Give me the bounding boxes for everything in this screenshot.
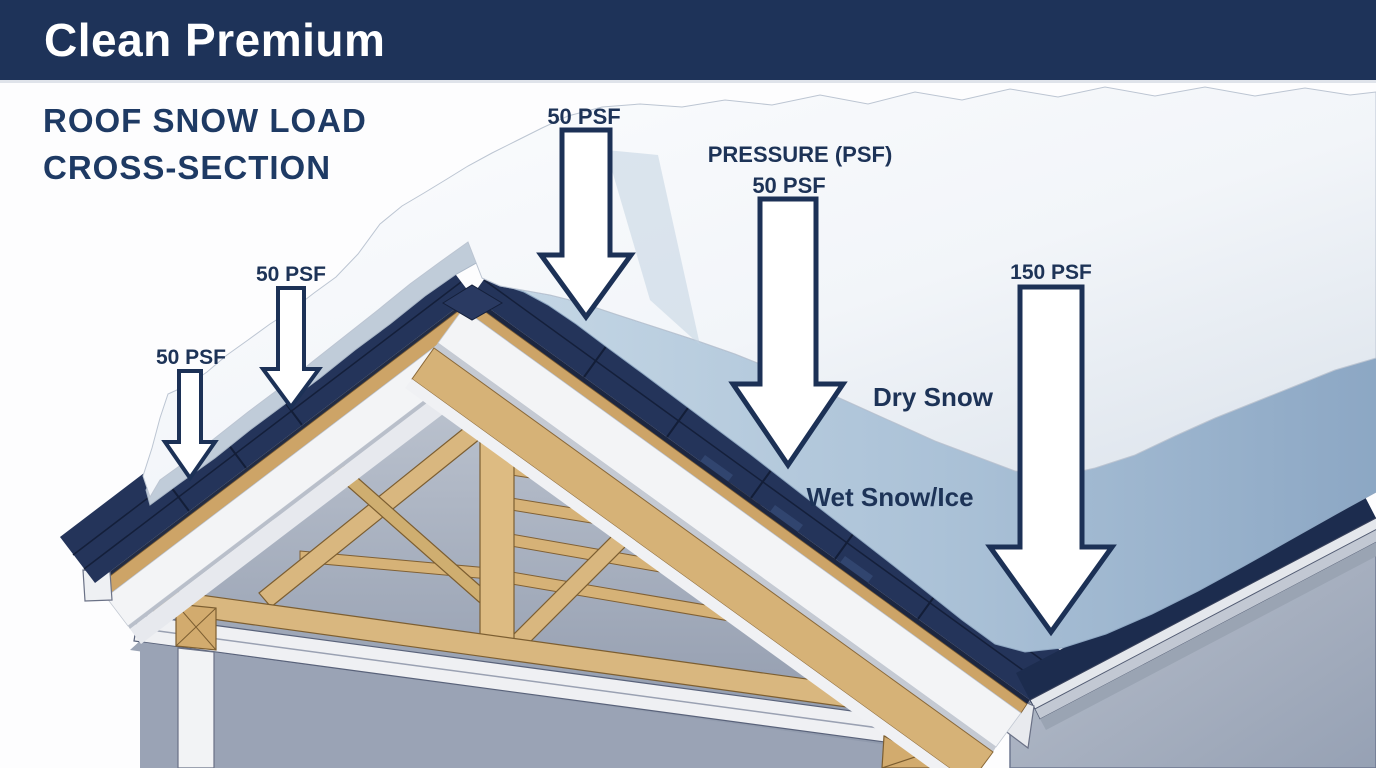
ridge-cap	[442, 284, 503, 321]
header-banner: Clean Premium	[0, 0, 1376, 83]
load-arrow-ridge	[536, 127, 636, 322]
arrow-label-mid-left: 50 PSF	[256, 263, 326, 286]
corner-post	[177, 647, 215, 768]
load-arrow-eave-right	[985, 284, 1117, 637]
page-title-line2: CROSS-SECTION	[43, 149, 332, 186]
dry-snow-label: Dry Snow	[873, 382, 994, 412]
arrow-label-mid-right: 50 PSF	[752, 173, 825, 198]
shingle-steps	[699, 455, 873, 584]
page-title-line1: ROOF SNOW LOAD	[43, 102, 367, 139]
left-soffit	[130, 342, 518, 644]
top-plate-seam	[135, 627, 977, 742]
load-arrow-mid-right	[728, 196, 848, 470]
left-corner	[175, 603, 217, 768]
pressure-heading: PRESSURE (PSF)	[708, 142, 893, 167]
page-title: ROOF SNOW LOAD CROSS-SECTION	[43, 97, 367, 191]
arrow-label-eave-left: 50 PSF	[156, 346, 226, 369]
left-roof-edge	[82, 296, 518, 644]
wet-snow-ice-label: Wet Snow/Ice	[806, 482, 973, 512]
brand-name: Clean Premium	[44, 14, 386, 66]
right-roof-edge	[405, 296, 1030, 768]
load-arrow-mid-left	[259, 286, 323, 411]
load-arrow-eave-left	[161, 369, 219, 482]
front-wall	[140, 642, 975, 768]
arrow-label-ridge: 50 PSF	[547, 104, 620, 129]
snow-shadow	[606, 150, 700, 345]
front-eave	[995, 491, 1376, 750]
load-arrows	[161, 127, 1117, 637]
arrow-label-eave-right: 150 PSF	[1010, 261, 1092, 284]
right-rafter	[411, 347, 994, 768]
